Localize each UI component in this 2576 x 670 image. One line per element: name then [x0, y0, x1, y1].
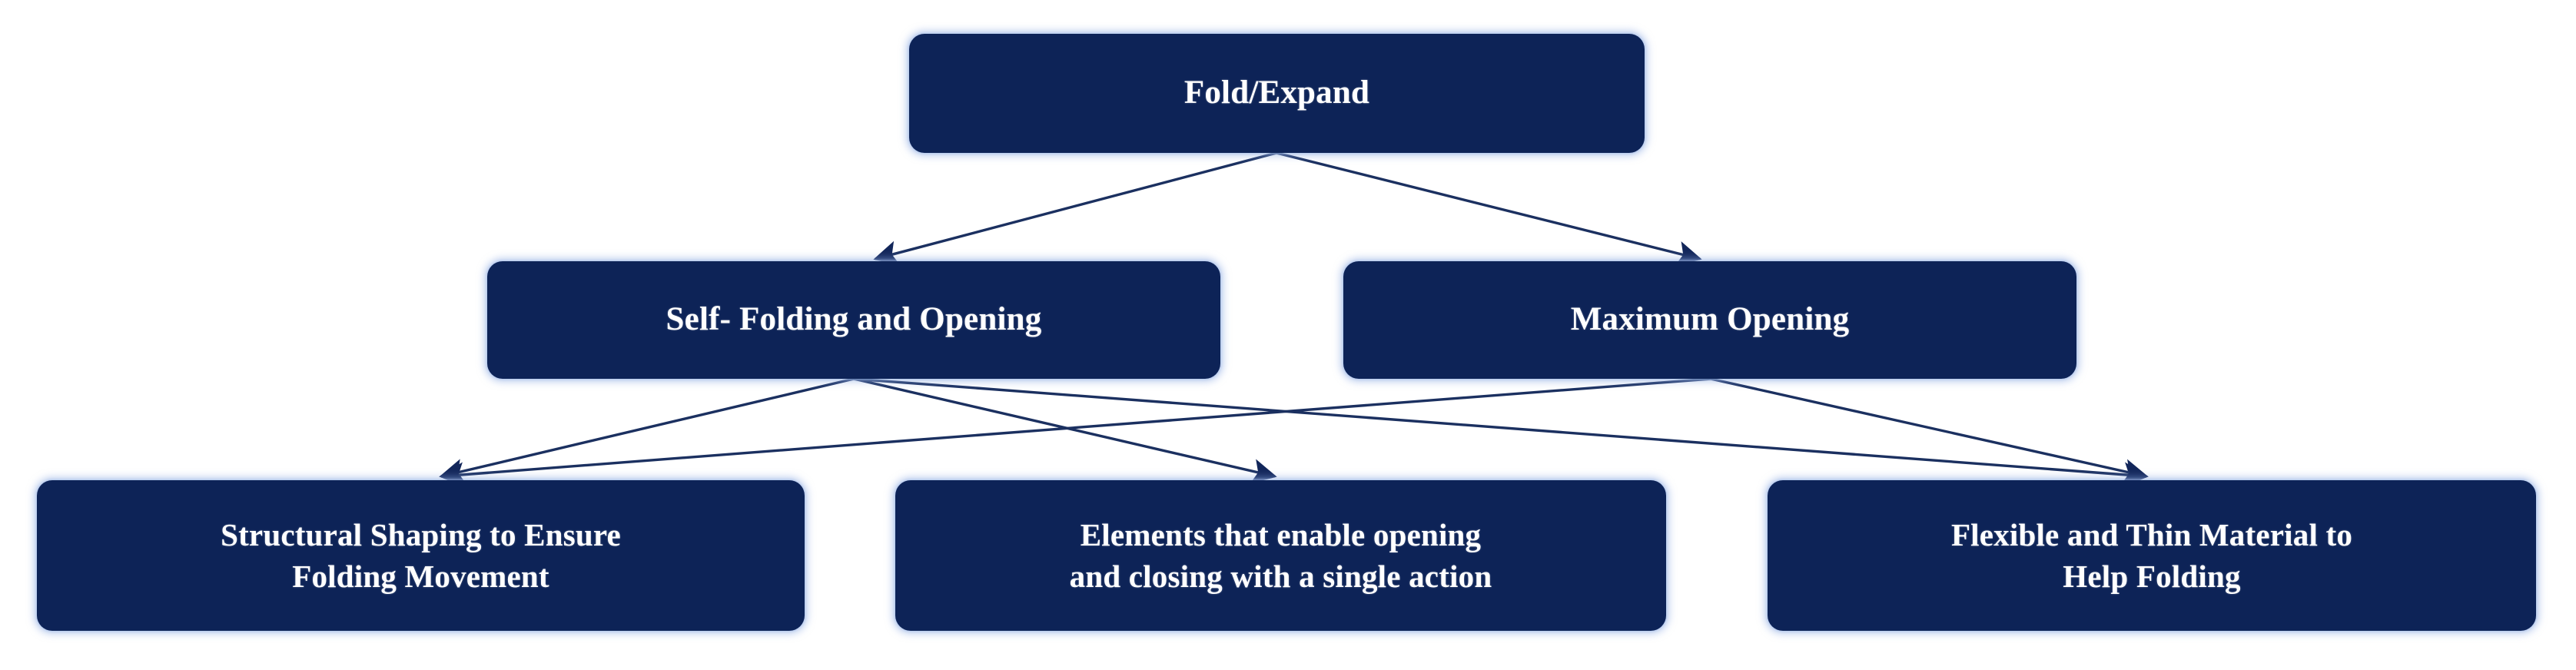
node-flexible-thin-material-label: Flexible and Thin Material to Help Foldi… [1950, 516, 2353, 594]
node-maximum-opening-label: Maximum Opening [1570, 301, 1850, 338]
edge-maximumopening-to-flexible [1710, 377, 2149, 484]
node-elements-single-action[interactable]: Elements that enable opening and closing… [895, 480, 1666, 631]
node-fold-expand-label: Fold/Expand [1183, 75, 1370, 111]
node-self-folding-opening[interactable]: Self- Folding and Opening [487, 261, 1220, 379]
edge-foldexpand-to-selffolding [873, 151, 1277, 266]
edge-foldexpand-to-maximumopening [1276, 151, 1702, 266]
node-fold-expand[interactable]: Fold/Expand [909, 34, 1645, 153]
edge-selffolding-to-flexible [853, 377, 2149, 488]
node-elements-single-action-label: Elements that enable opening and closing… [1069, 516, 1492, 594]
node-structural-shaping-label: Structural Shaping to Ensure Folding Mov… [221, 516, 621, 594]
node-structural-shaping[interactable]: Structural Shaping to Ensure Folding Mov… [37, 480, 805, 631]
edge-maximumopening-to-structural [439, 377, 1711, 488]
node-self-folding-opening-label: Self- Folding and Opening [666, 301, 1042, 338]
node-flexible-thin-material[interactable]: Flexible and Thin Material to Help Foldi… [1768, 480, 2536, 631]
node-maximum-opening[interactable]: Maximum Opening [1343, 261, 2076, 379]
edge-selffolding-to-structural [439, 377, 855, 484]
